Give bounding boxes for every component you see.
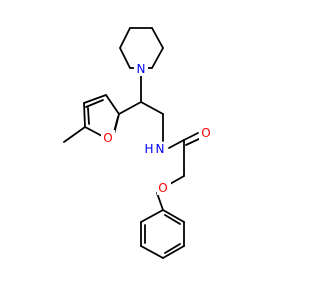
bond-ch-furan: [118, 101, 142, 115]
bond-ch-ch2: [140, 101, 164, 115]
bond-piperidine-2: [119, 27, 131, 49]
furan-oxygen-label: O: [103, 131, 112, 145]
bond-phenyl-1: [162, 209, 185, 223]
bond-furan-c3-c4-double: [85, 99, 104, 108]
bond-piperidine-5: [151, 47, 164, 69]
bond-furan-c2-double: [113, 116, 119, 133]
bond-furan-c3-c4: [83, 94, 107, 104]
ether-oxygen-label: O: [158, 181, 167, 195]
bond-carbonyl-o-2: [185, 137, 202, 146]
bond-methyl: [63, 126, 86, 143]
bond-phenyl-double-2: [164, 243, 181, 254]
bonds: [63, 27, 202, 259]
bond-piperidine-1: [119, 47, 131, 69]
bond-furan-c5-double: [87, 107, 90, 125]
bond-carbonyl-o-1: [183, 132, 199, 141]
bond-piperidine-4: [151, 27, 164, 49]
molecule-structure: N O H N O O: [63, 27, 213, 259]
bond-nh-carbonyl: [168, 139, 185, 149]
bond-phenyl-3: [162, 245, 185, 259]
piperidine-nitrogen-label: N: [137, 62, 146, 76]
bond-furan-c4-c5: [83, 102, 86, 128]
bond-furan-c5-o: [84, 126, 103, 137]
bond-ether-o-phenyl: [156, 192, 164, 211]
bond-phenyl-4: [140, 245, 164, 259]
atom-labels: N O H N O O: [101, 62, 213, 195]
amide-nitrogen-label: N: [156, 142, 165, 156]
bond-phenyl-double-1: [164, 214, 181, 225]
bond-ch2-ether-o: [169, 175, 185, 185]
carbonyl-oxygen-label: O: [201, 126, 210, 140]
bond-phenyl-6: [140, 209, 164, 223]
bond-furan-c2-c3: [105, 94, 120, 115]
amide-hydrogen-label: H: [144, 142, 153, 156]
